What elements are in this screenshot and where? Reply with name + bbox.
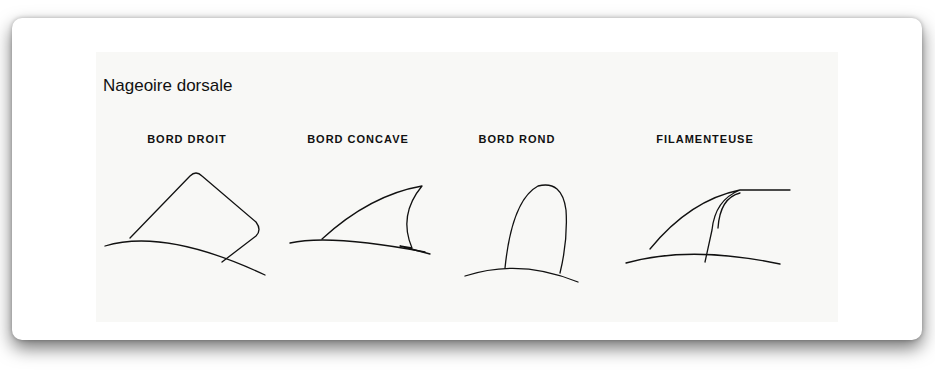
fin-outline	[322, 186, 430, 254]
diagram-title: Nageoire dorsale	[103, 76, 232, 96]
fin-type-label: BORD ROND	[479, 133, 556, 145]
fin-outline	[650, 190, 790, 262]
body-line	[626, 254, 780, 264]
fin-outline	[505, 185, 566, 273]
fin-type-label: BORD DROIT	[147, 133, 227, 145]
body-line	[290, 240, 425, 252]
fin-type-label: BORD CONCAVE	[307, 133, 409, 145]
fin-outline	[130, 173, 259, 262]
body-line	[105, 241, 265, 275]
fin-type-label: FILAMENTEUSE	[656, 133, 754, 145]
